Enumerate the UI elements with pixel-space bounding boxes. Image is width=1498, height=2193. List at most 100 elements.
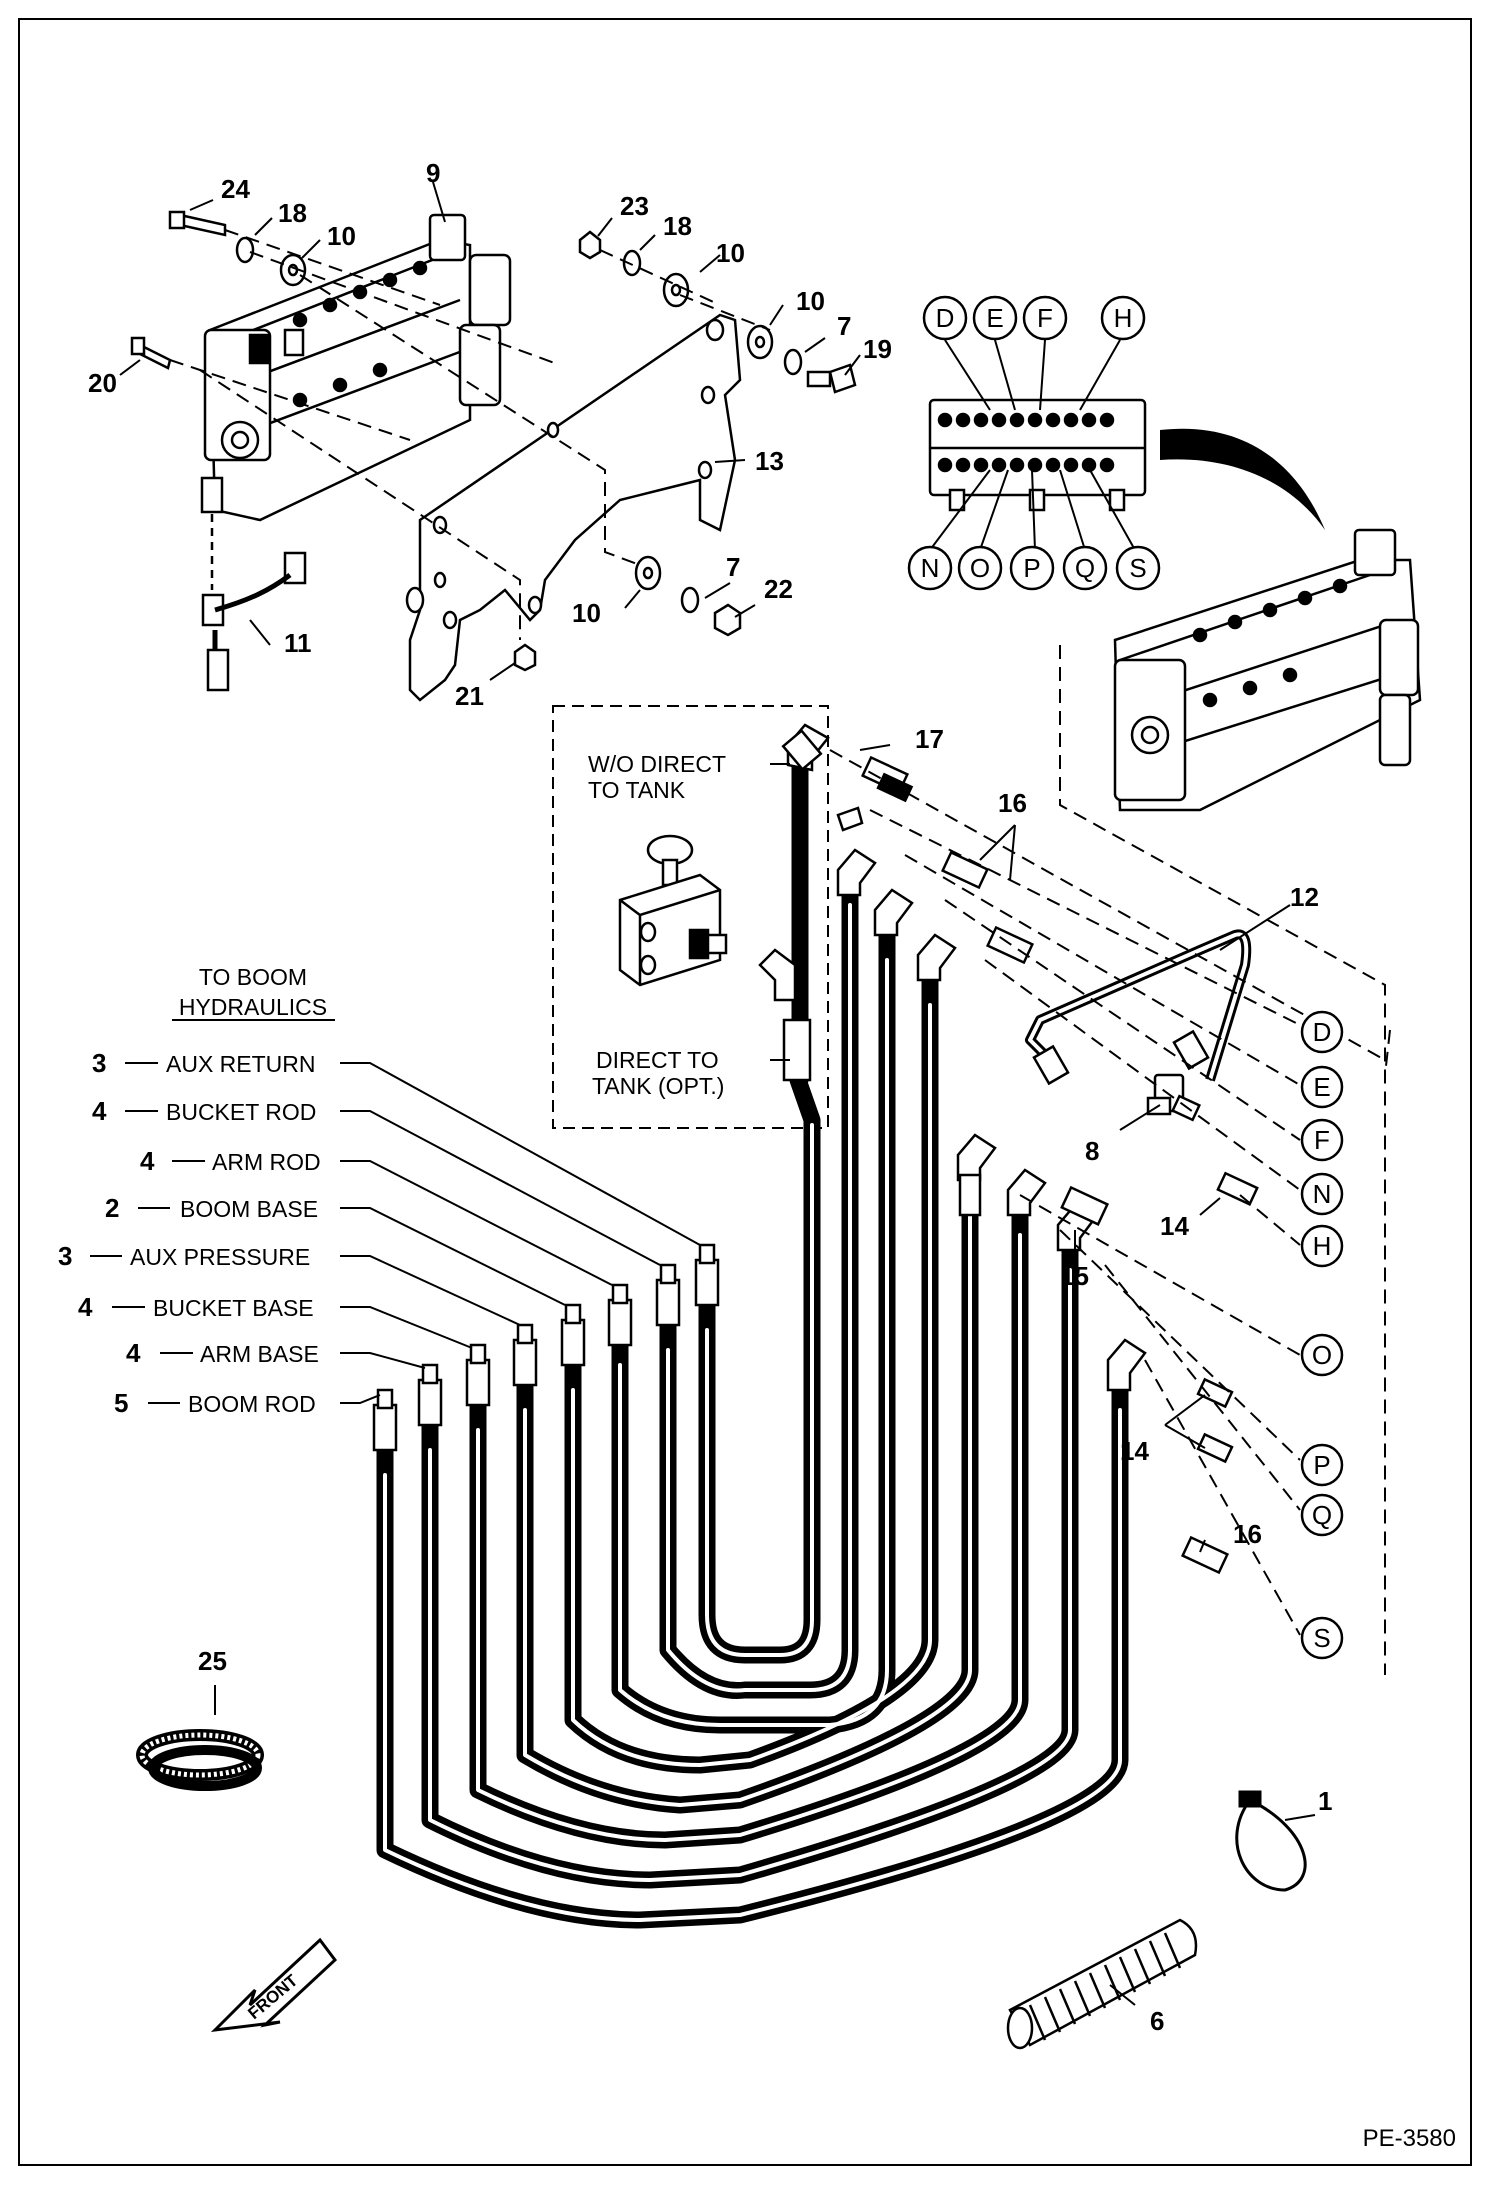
valve-port-detail — [928, 398, 1147, 512]
hose-highlights — [383, 903, 1122, 1922]
callout-11: 11 — [284, 628, 312, 658]
callout-17: 17 — [915, 724, 944, 754]
callout-8: 8 — [1085, 1136, 1099, 1166]
front-arrow: FRONT — [210, 1937, 338, 2033]
alignment-lines-top — [169, 229, 771, 640]
fasteners-left — [130, 210, 307, 370]
connection-dashes — [829, 749, 1391, 1636]
control-valve-left — [203, 213, 512, 522]
document-id: PE-3580 — [1362, 2125, 1456, 2152]
port-H-top: H — [1114, 303, 1133, 333]
right-letters: D E F N H O P Q S — [1312, 1017, 1332, 1653]
hose-qty: 4 — [92, 1096, 107, 1126]
hose-label: AUX RETURN — [166, 1051, 316, 1077]
mounting-plate — [405, 313, 742, 702]
callout-21: 21 — [455, 681, 484, 711]
inset-label-wo-direct-1: W/O DIRECT — [588, 751, 726, 777]
port-N-right: N — [1313, 1179, 1332, 1209]
callout-9: 9 — [426, 158, 440, 188]
tube-assembly — [1025, 929, 1252, 1082]
callout-1: 1 — [1318, 1786, 1332, 1816]
hose-header-line1: TO BOOM — [199, 964, 307, 990]
callout-24: 24 — [221, 174, 250, 204]
callout-19: 19 — [863, 334, 892, 364]
callout-10: 10 — [327, 221, 356, 251]
cable-tie — [1235, 1790, 1307, 1892]
hose-label: ARM ROD — [212, 1149, 321, 1175]
hose-label: BUCKET ROD — [166, 1099, 316, 1125]
inset-box — [552, 705, 829, 1129]
detail-pointer — [1160, 428, 1325, 530]
hose-coil — [136, 1729, 264, 1791]
hose-label-bucket-rod: 4 BUCKET ROD — [92, 1096, 661, 1266]
callout-7: 7 — [837, 311, 851, 341]
top-letter-circles — [907, 295, 1161, 591]
port-D-top: D — [936, 303, 955, 333]
protective-sleeve — [1006, 1918, 1198, 2050]
hose-label: BOOM BASE — [180, 1196, 318, 1222]
fasteners-right — [513, 230, 857, 672]
callout-22: 22 — [764, 574, 793, 604]
hose-label-boom-rod: 5 BOOM ROD — [114, 1388, 381, 1418]
port-F-right: F — [1314, 1125, 1330, 1155]
port-F-top: F — [1037, 303, 1053, 333]
callout-15: 15 — [1060, 1261, 1089, 1291]
hose-label-aux-return: 3 AUX RETURN — [92, 1048, 701, 1246]
hose-label: BOOM ROD — [188, 1391, 316, 1417]
hose-label-arm-rod: 4 ARM ROD — [140, 1146, 613, 1286]
callout-13: 13 — [755, 446, 784, 476]
callout-25: 25 — [198, 1646, 227, 1676]
callout-10-far-right: 10 — [796, 286, 825, 316]
inset-label-wo-direct-2: TO TANK — [588, 777, 686, 803]
callout-14: 14 — [1160, 1211, 1189, 1241]
hose-qty: 4 — [78, 1292, 93, 1322]
port-Q-top: Q — [1075, 553, 1095, 583]
callout-10-right: 10 — [716, 238, 745, 268]
port-leaders — [929, 339, 1136, 551]
callout-numbers: 24 18 10 9 23 18 10 10 7 19 20 13 11 7 2… — [88, 158, 1332, 2036]
hose-qty: 4 — [126, 1338, 141, 1368]
tee-fitting — [1032, 1029, 1210, 1122]
inset-labels: W/O DIRECT TO TANK DIRECT TO TANK (OPT.) — [588, 751, 726, 1099]
adapters — [860, 755, 1259, 1575]
callout-16: 16 — [998, 788, 1027, 818]
callout-7-lower: 7 — [726, 552, 740, 582]
hose-qty: 3 — [58, 1241, 72, 1271]
callout-6: 6 — [1150, 2006, 1164, 2036]
hose-label-arm-base: 4 ARM BASE — [126, 1338, 426, 1369]
port-E-right: E — [1313, 1072, 1330, 1102]
port-E-top: E — [986, 303, 1003, 333]
port-O-top: O — [970, 553, 990, 583]
callout-10-lower: 10 — [572, 598, 601, 628]
hose-qty: 2 — [105, 1193, 119, 1223]
port-S-right: S — [1313, 1623, 1330, 1653]
diagram-border — [18, 18, 1472, 2166]
valve-right-dashes — [1059, 645, 1386, 1675]
hose-label-list: 3 AUX RETURN 4 BUCKET ROD 4 ARM ROD 2 B — [58, 1048, 701, 1418]
port-Q-right: Q — [1312, 1500, 1332, 1530]
hose-header-line2: HYDRAULICS — [179, 994, 327, 1020]
hose-label: ARM BASE — [200, 1341, 319, 1367]
callout-18: 18 — [278, 198, 307, 228]
hose-qty: 3 — [92, 1048, 106, 1078]
port-S-top: S — [1129, 553, 1146, 583]
inset-label-direct-2: TANK (OPT.) — [592, 1073, 724, 1099]
callout-leaders — [119, 181, 1316, 2006]
port-D-right: D — [1313, 1017, 1332, 1047]
hose-label: AUX PRESSURE — [130, 1244, 310, 1270]
port-P-top: P — [1023, 553, 1040, 583]
top-letters: D E F H N O P Q S — [921, 303, 1147, 583]
port-H-right: H — [1313, 1231, 1332, 1261]
callout-23: 23 — [620, 191, 649, 221]
callout-16-lower: 16 — [1233, 1519, 1262, 1549]
port-P-right: P — [1313, 1450, 1330, 1480]
callout-12: 12 — [1290, 882, 1319, 912]
port-N-top: N — [921, 553, 940, 583]
hose-label: BUCKET BASE — [153, 1295, 314, 1321]
inset-label-direct-1: DIRECT TO — [596, 1047, 719, 1073]
hose-qty: 5 — [114, 1388, 128, 1418]
callout-18-right: 18 — [663, 211, 692, 241]
right-letter-circles — [1300, 1010, 1344, 1660]
port-O-right: O — [1312, 1340, 1332, 1370]
